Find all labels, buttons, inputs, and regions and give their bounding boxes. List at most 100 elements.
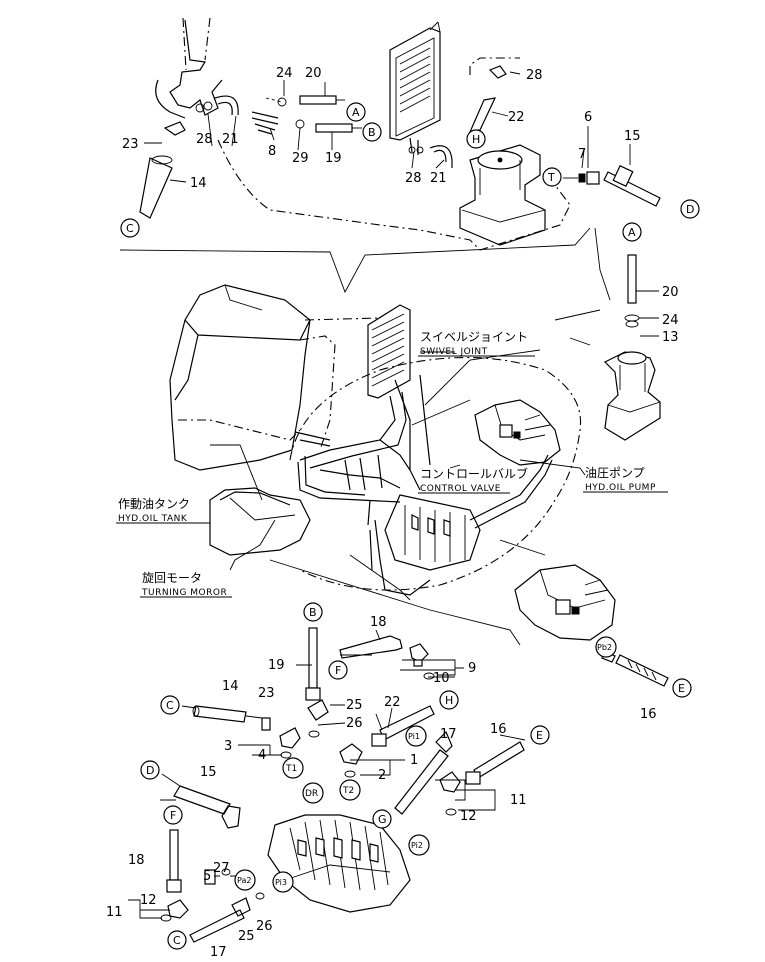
swivel-joint-right xyxy=(603,254,661,441)
callout-17: 17 xyxy=(210,945,227,960)
callout-15: 15 xyxy=(624,129,641,144)
connector-F-lower-1: F xyxy=(328,660,348,680)
port-DR: DR xyxy=(302,782,324,804)
leader-lines xyxy=(210,227,611,646)
callout-16: 16 xyxy=(640,707,657,722)
svg-text:F: F xyxy=(335,664,341,677)
connector-G-lower: G xyxy=(372,809,392,829)
callout-21: 21 xyxy=(430,171,447,186)
svg-text:C: C xyxy=(126,222,134,235)
hyd-pump-label-jp: 油圧ポンプ xyxy=(585,466,645,480)
main-machine-body xyxy=(169,284,582,601)
svg-text:B: B xyxy=(368,126,376,139)
callout-4: 4 xyxy=(258,748,266,763)
lower-parts xyxy=(160,627,525,943)
turning-motor-label-jp: 旋回モータ xyxy=(142,571,202,585)
callout-27: 27 xyxy=(213,861,230,876)
lower-leader-lines xyxy=(128,654,526,919)
connector-A-right: A xyxy=(622,222,642,242)
svg-text:Pb2: Pb2 xyxy=(597,643,612,652)
callout-20: 20 xyxy=(305,66,322,81)
svg-text:E: E xyxy=(678,682,685,695)
svg-text:H: H xyxy=(472,133,480,146)
callout-18: 18 xyxy=(128,853,145,868)
callout-18: 18 xyxy=(370,615,387,630)
callout-28: 28 xyxy=(196,132,213,147)
svg-text:B: B xyxy=(309,606,317,619)
connector-D-top: D xyxy=(680,199,700,219)
svg-text:A: A xyxy=(628,226,636,239)
connector-C-lower-2: C xyxy=(167,930,187,950)
svg-text:E: E xyxy=(536,729,543,742)
callout-26: 26 xyxy=(256,919,273,934)
part-callouts: 24 20 28 22 23 28 21 8 29 19 28 21 14 6 … xyxy=(106,66,679,960)
callout-19: 19 xyxy=(268,658,285,673)
callout-23: 23 xyxy=(258,686,275,701)
svg-text:C: C xyxy=(166,699,174,712)
port-T1: T1 xyxy=(282,757,304,779)
callout-8: 8 xyxy=(268,144,276,159)
svg-text:Pa2: Pa2 xyxy=(237,876,251,885)
port-Pa2: Pa2 xyxy=(234,869,256,891)
callout-25: 25 xyxy=(238,929,255,944)
hydraulic-pump-detail xyxy=(514,564,669,687)
callout-bracket-top xyxy=(119,227,591,294)
port-Pi1: Pi1 xyxy=(405,725,427,747)
svg-text:DR: DR xyxy=(305,789,318,799)
svg-text:F: F xyxy=(170,809,176,822)
hyd-tank-label-jp: 作動油タンク xyxy=(118,497,190,511)
callout-24: 24 xyxy=(662,313,679,328)
callout-12: 12 xyxy=(460,809,477,824)
callout-23: 23 xyxy=(122,137,139,152)
callout-11: 11 xyxy=(510,793,527,808)
callout-28: 28 xyxy=(405,171,422,186)
svg-text:T1: T1 xyxy=(285,764,297,774)
swivel-block-top xyxy=(459,65,661,246)
turning-motor-label-en: TURNING MOROR xyxy=(141,588,227,598)
svg-text:D: D xyxy=(686,203,694,216)
connector-B-lower: B xyxy=(303,602,323,622)
top-left-assembly xyxy=(139,17,362,219)
callout-11: 11 xyxy=(106,905,123,920)
callout-17: 17 xyxy=(440,727,457,742)
hyd-tank-label-en: HYD.OIL TANK xyxy=(118,514,188,524)
swivel-joint-label-jp: スイベルジョイント xyxy=(420,330,528,344)
callout-3: 3 xyxy=(224,739,232,754)
svg-text:C: C xyxy=(173,934,181,947)
port-Pb2: Pb2 xyxy=(595,636,617,658)
connector-markers: A B H T C D A B xyxy=(120,102,700,950)
hyd-pump-label-en: HYD.OIL PUMP xyxy=(585,483,656,493)
connector-A-top-1: A xyxy=(346,102,366,122)
callout-14: 14 xyxy=(222,679,239,694)
oil-cooler-top xyxy=(389,21,453,168)
connector-E-right: E xyxy=(672,678,692,698)
svg-text:H: H xyxy=(445,694,453,707)
port-Pi2: Pi2 xyxy=(408,834,430,856)
callout-14: 14 xyxy=(190,176,207,191)
callout-16: 16 xyxy=(490,722,507,737)
connector-C-top: C xyxy=(120,218,140,238)
svg-text:T: T xyxy=(547,171,555,184)
connector-T-top: T xyxy=(542,167,562,187)
callout-22: 22 xyxy=(508,110,525,125)
connector-H-top: H xyxy=(466,129,486,149)
port-Pi3: Pi3 xyxy=(272,871,294,893)
connector-D-lower: D xyxy=(140,760,160,780)
callout-24: 24 xyxy=(276,66,293,81)
svg-text:D: D xyxy=(146,764,154,777)
callout-29: 29 xyxy=(292,151,309,166)
connector-H-lower: H xyxy=(439,690,459,710)
callout-7: 7 xyxy=(578,147,586,162)
component-labels: スイベルジョイント SWIVEL JOINT コントロールバルブ CONTROL… xyxy=(116,330,668,598)
control-valve-label-jp: コントロールバルブ xyxy=(420,466,528,481)
port-markers: Pb2 Pi1 T1 DR T2 Pi2 Pa2 Pi3 xyxy=(234,636,617,893)
callout-10: 10 xyxy=(433,671,450,686)
connector-E-lower: E xyxy=(530,725,550,745)
callout-15: 15 xyxy=(200,765,217,780)
connector-F-lower-2: F xyxy=(163,805,183,825)
svg-text:Pi3: Pi3 xyxy=(275,878,287,887)
callout-28: 28 xyxy=(526,68,543,83)
svg-text:G: G xyxy=(378,813,387,826)
callout-20: 20 xyxy=(662,285,679,300)
